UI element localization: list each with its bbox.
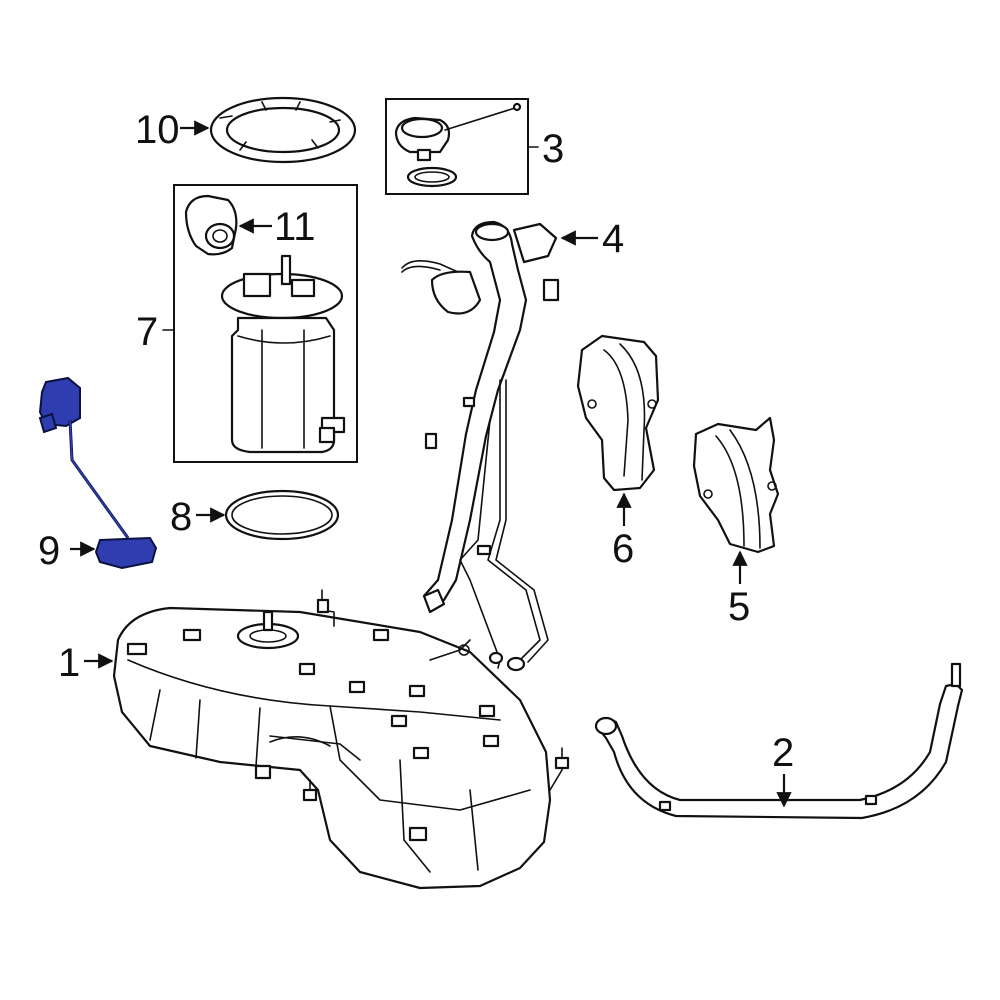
callout-6: 6 xyxy=(612,527,634,571)
callout-5: 5 xyxy=(728,585,750,629)
heat-shield-part-5[interactable] xyxy=(692,416,780,554)
callout-10: 10 xyxy=(135,108,180,152)
part-7-box xyxy=(173,184,358,463)
callout-8: 8 xyxy=(170,495,192,539)
heat-shield-part-6[interactable] xyxy=(576,334,660,492)
fuel-pump-module-part-7[interactable] xyxy=(220,254,346,454)
lock-ring-part-10[interactable] xyxy=(209,96,357,164)
tank-strap-part-2[interactable] xyxy=(594,662,964,820)
valve-part-11[interactable] xyxy=(184,194,238,256)
callout-11: 11 xyxy=(274,205,316,249)
o-ring-part-8[interactable] xyxy=(224,489,340,541)
fuel-tank-part-1[interactable] xyxy=(112,589,570,890)
callout-9: 9 xyxy=(38,529,60,573)
callout-2: 2 xyxy=(772,731,794,775)
fuel-level-sender-part-9[interactable] xyxy=(38,376,158,570)
filler-pipe-part-4[interactable] xyxy=(401,220,560,672)
callout-4: 4 xyxy=(602,217,624,261)
callout-7: 7 xyxy=(136,310,158,354)
callout-1: 1 xyxy=(58,641,80,685)
fuel-cap-part-3[interactable] xyxy=(394,102,522,188)
callout-3: 3 xyxy=(542,127,564,171)
